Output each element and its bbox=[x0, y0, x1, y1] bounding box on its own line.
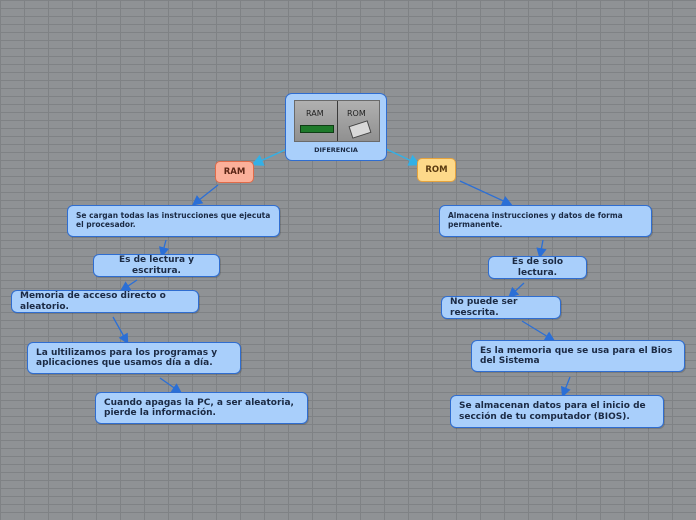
ram-item-3[interactable]: Memoria de acceso directo o aleatorio. bbox=[11, 290, 199, 313]
rom-chip-icon bbox=[348, 120, 372, 139]
connector-rom-5 bbox=[560, 376, 571, 398]
connector-rom-1 bbox=[459, 180, 513, 206]
ram-item-5[interactable]: Cuando apagas la PC, a ser aleatoria, pi… bbox=[95, 392, 308, 424]
branch-ram[interactable]: RAM bbox=[215, 161, 254, 183]
rom-item-4[interactable]: Es la memoria que se usa para el Bios de… bbox=[471, 340, 685, 372]
ram-item-4[interactable]: La ultilizamos para los programas y apli… bbox=[27, 342, 241, 374]
image-label-ram: RAM bbox=[306, 109, 324, 118]
rom-item-2[interactable]: Es de solo lectura. bbox=[488, 256, 587, 279]
rom-item-5[interactable]: Se almacenan datos para el inicio de sec… bbox=[450, 395, 664, 428]
ram-rom-image: RAM ROM bbox=[294, 100, 380, 142]
rom-item-1[interactable]: Almacena instrucciones y datos de forma … bbox=[439, 205, 652, 237]
rom-item-3[interactable]: No puede ser reescrita. bbox=[441, 296, 561, 319]
connector-ram-4 bbox=[112, 316, 129, 345]
connector-ram-2 bbox=[158, 239, 170, 258]
ram-item-2[interactable]: Es de lectura y escritura. bbox=[93, 254, 220, 277]
connector-rom-2 bbox=[536, 239, 547, 259]
root-title: DIFERENCIA bbox=[314, 146, 358, 154]
ram-item-1[interactable]: Se cargan todas las instrucciones que ej… bbox=[67, 205, 280, 237]
connector-rom-4 bbox=[521, 320, 556, 342]
root-node-diferencia[interactable]: RAM ROM DIFERENCIA bbox=[285, 93, 387, 161]
connector-ram-5 bbox=[159, 377, 183, 394]
image-label-rom: ROM bbox=[347, 109, 366, 118]
image-divider bbox=[337, 101, 338, 141]
connector-ram-3 bbox=[119, 279, 138, 292]
branch-rom[interactable]: ROM bbox=[417, 158, 456, 182]
connector-root-ram bbox=[251, 148, 288, 166]
connector-root-rom bbox=[385, 148, 421, 166]
connector-rom-3 bbox=[508, 282, 525, 298]
connector-ram-1 bbox=[191, 184, 219, 206]
ram-chip-icon bbox=[300, 125, 334, 133]
